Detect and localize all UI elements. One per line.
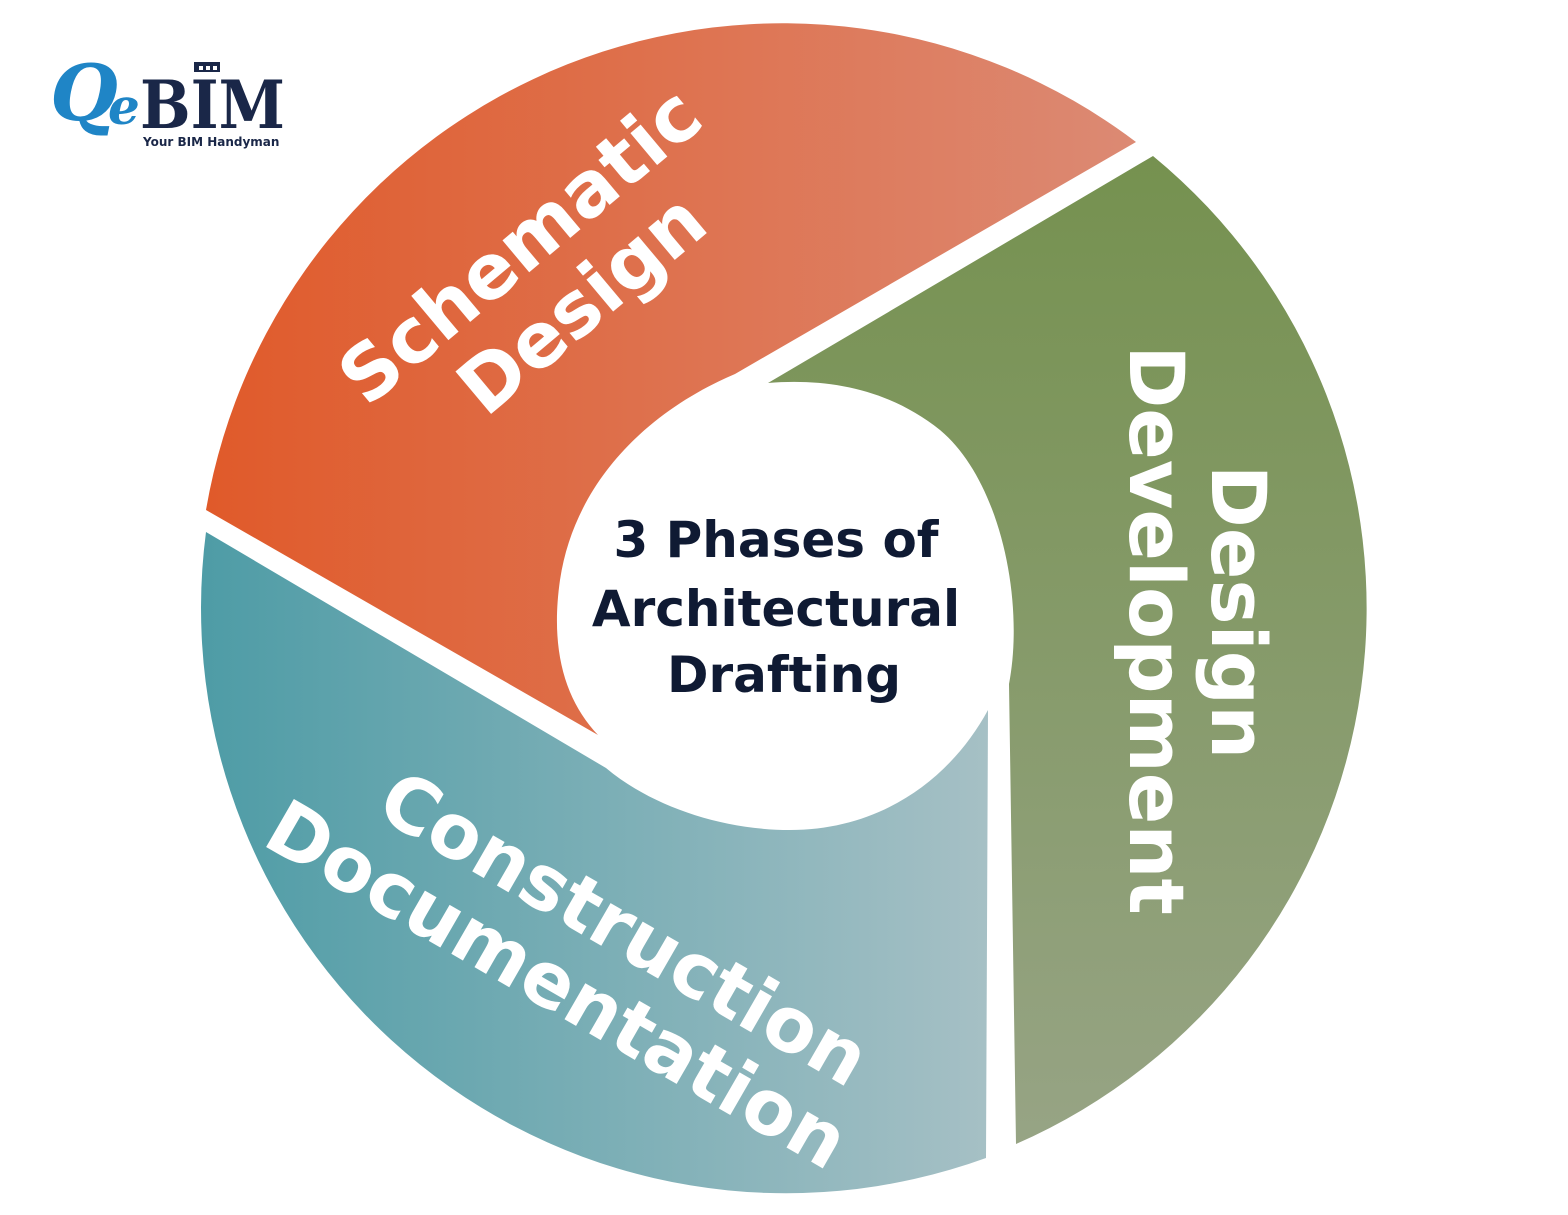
center-title-line2: Architectural bbox=[592, 580, 960, 638]
center-title-line3: Drafting bbox=[667, 646, 901, 704]
label-design-development: Design Development bbox=[1112, 345, 1283, 915]
segment-construction-documentation bbox=[201, 532, 988, 1194]
center-title-line1: 3 Phases of bbox=[613, 511, 939, 569]
building-icon bbox=[194, 62, 220, 72]
label-development-line2: Development bbox=[1112, 345, 1201, 915]
label-development-line1: Design bbox=[1194, 465, 1283, 759]
qebim-logo: Q e BIM Your BIM Handyman bbox=[50, 48, 285, 149]
segment-schematic-design bbox=[206, 23, 1136, 735]
segment-design-development bbox=[768, 156, 1367, 1144]
logo-tagline: Your BIM Handyman bbox=[142, 135, 279, 149]
logo-bim: BIM bbox=[140, 66, 285, 144]
logo-q: Q bbox=[50, 48, 118, 139]
logo-e: e bbox=[108, 77, 140, 136]
center-title: 3 Phases of Architectural Drafting bbox=[592, 511, 960, 704]
